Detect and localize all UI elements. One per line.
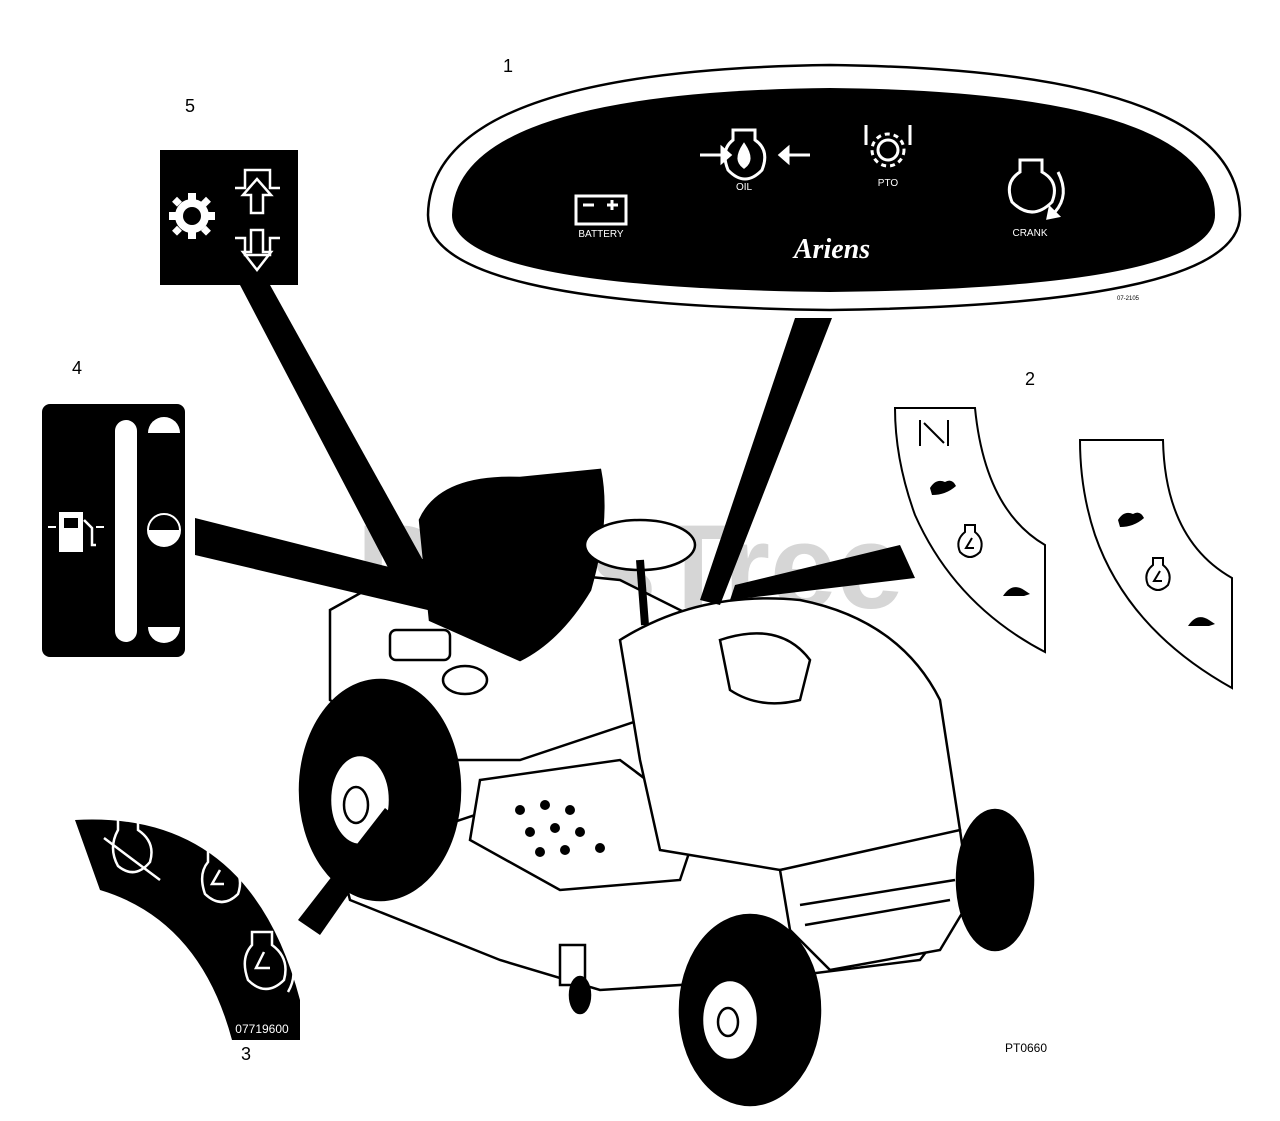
choke-icon xyxy=(200,848,242,904)
battery-icon xyxy=(574,194,628,226)
choke-icon xyxy=(1145,557,1171,591)
callout-1: 1 xyxy=(503,56,513,76)
callout-5: 5 xyxy=(185,96,195,116)
arrow-down-icon xyxy=(235,228,280,273)
crank-label: CRANK xyxy=(1012,228,1047,239)
crank-icon xyxy=(243,930,295,993)
decal-throttle-b xyxy=(1078,439,1233,690)
neutral-icon xyxy=(919,420,949,446)
pto-label: PTO xyxy=(878,178,899,189)
lawn-tractor-illustration xyxy=(298,468,1035,1107)
callout-2: 2 xyxy=(1025,369,1035,389)
callout-4: 4 xyxy=(72,358,82,378)
rabbit-icon xyxy=(1118,512,1144,527)
decal1-part-number: 07-2105 xyxy=(1117,296,1140,302)
decal-throttle-a xyxy=(893,407,1046,654)
battery-label: BATTERY xyxy=(578,229,624,240)
crank-icon xyxy=(1007,158,1065,220)
engine-off-icon xyxy=(103,816,161,881)
fuel-pump-icon xyxy=(48,512,104,552)
turtle-icon xyxy=(1003,587,1030,596)
pto-icon xyxy=(864,125,912,168)
brand-logo: Ariens xyxy=(792,234,870,265)
turtle-icon xyxy=(1188,617,1215,626)
arrow-up-icon xyxy=(235,168,280,215)
decal3-part-number: 07719600 xyxy=(235,1022,289,1036)
leader-lines xyxy=(195,285,915,935)
gear-icon xyxy=(169,193,215,239)
oil-label: OIL xyxy=(736,182,753,193)
oil-pressure-icon xyxy=(700,128,810,181)
rabbit-icon xyxy=(930,480,956,495)
choke-icon xyxy=(957,524,983,558)
decal-ignition: 07719600 xyxy=(75,816,300,1040)
figure-code: PT0660 xyxy=(1005,1041,1047,1055)
decal-pto-switch xyxy=(160,150,298,285)
callout-3: 3 xyxy=(241,1044,251,1064)
fuel-level-indicators xyxy=(147,417,181,643)
decal-dashboard: BATTERY OIL PTO CRANK Ariens 07-2105 xyxy=(426,63,1242,312)
decal-fuel-gauge xyxy=(42,404,185,657)
